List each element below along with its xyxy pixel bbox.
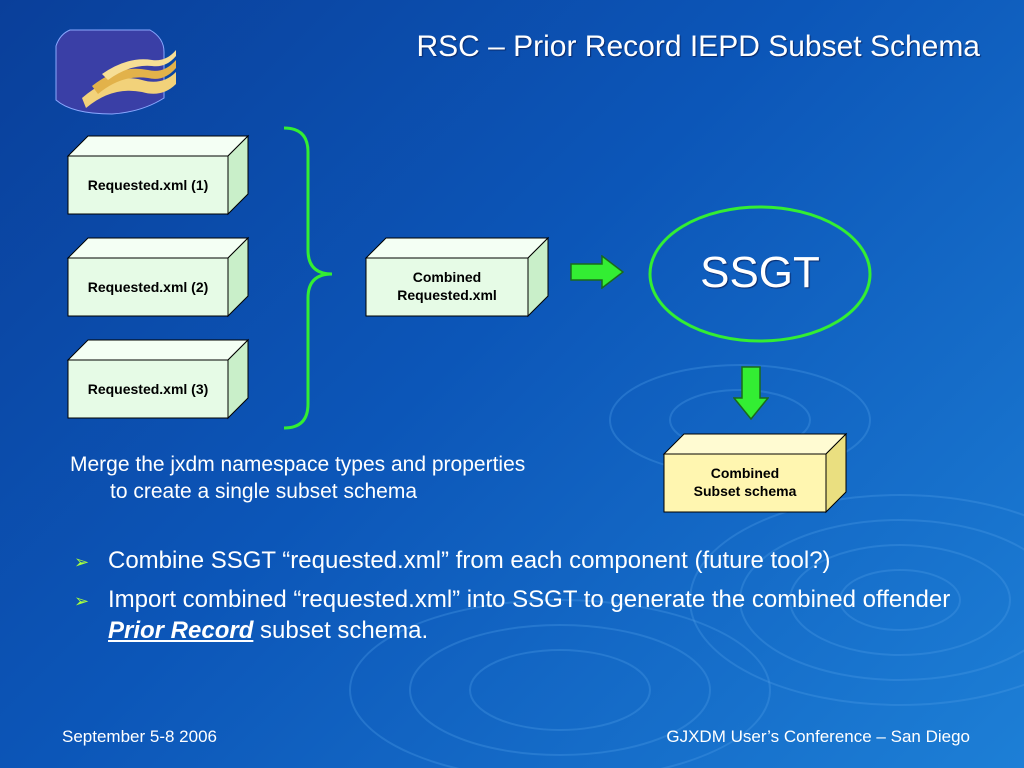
combined-requested-line2: Requested.xml — [397, 287, 497, 303]
requested-box-2: Requested.xml (2) — [66, 236, 250, 318]
ssgt-ellipse — [648, 205, 872, 343]
bullet-2-text-post: subset schema. — [253, 617, 429, 644]
combined-requested-box: Combined Requested.xml — [364, 236, 550, 318]
combined-subset-label: Combined Subset schema — [664, 464, 826, 500]
requested-box-3: Requested.xml (3) — [66, 338, 250, 420]
shield-wave-logo — [55, 29, 176, 115]
combined-subset-box: Combined Subset schema — [662, 432, 848, 514]
ssgt-label: SSGT — [700, 248, 820, 297]
footer-conference: GJXDM User’s Conference – San Diego — [666, 727, 970, 746]
bullet-item-2: ➢ Import combined “requested.xml” into S… — [70, 584, 990, 646]
intro-line-1: Merge the jxdm namespace types and prope… — [70, 453, 526, 476]
arrowhead-bullet-icon: ➢ — [74, 591, 90, 611]
combined-subset-line2: Subset schema — [693, 483, 797, 499]
combined-requested-line1: Combined — [412, 269, 482, 285]
combined-requested-label: Combined Requested.xml — [366, 268, 528, 304]
arrowhead-bullet-icon: ➢ — [74, 552, 90, 572]
combined-subset-line1: Combined — [710, 465, 780, 481]
bullet-1-text: Combine SSGT “requested.xml” from each c… — [108, 547, 831, 574]
bullet-list: ➢ Combine SSGT “requested.xml” from each… — [70, 545, 990, 654]
requested-box-3-label: Requested.xml (3) — [87, 381, 209, 397]
requested-box-2-label: Requested.xml (2) — [87, 279, 209, 295]
intro-line-2: to create a single subset schema — [110, 480, 418, 503]
intro-text: Merge the jxdm namespace types and prope… — [70, 451, 650, 505]
slide-title: RSC – Prior Record IEPD Subset Schema — [416, 30, 980, 63]
bullet-2-text-pre: Import combined “requested.xml” into SSG… — [108, 586, 951, 613]
requested-box-1-label: Requested.xml (1) — [87, 177, 209, 193]
green-down-arrow-icon — [733, 366, 769, 420]
bullet-item-1: ➢ Combine SSGT “requested.xml” from each… — [70, 545, 990, 576]
bullet-2-emphasis: Prior Record — [108, 617, 254, 644]
green-right-arrow-icon — [570, 255, 624, 289]
footer-date: September 5-8 2006 — [62, 727, 217, 746]
merge-brace — [283, 126, 333, 430]
requested-box-1: Requested.xml (1) — [66, 134, 250, 216]
